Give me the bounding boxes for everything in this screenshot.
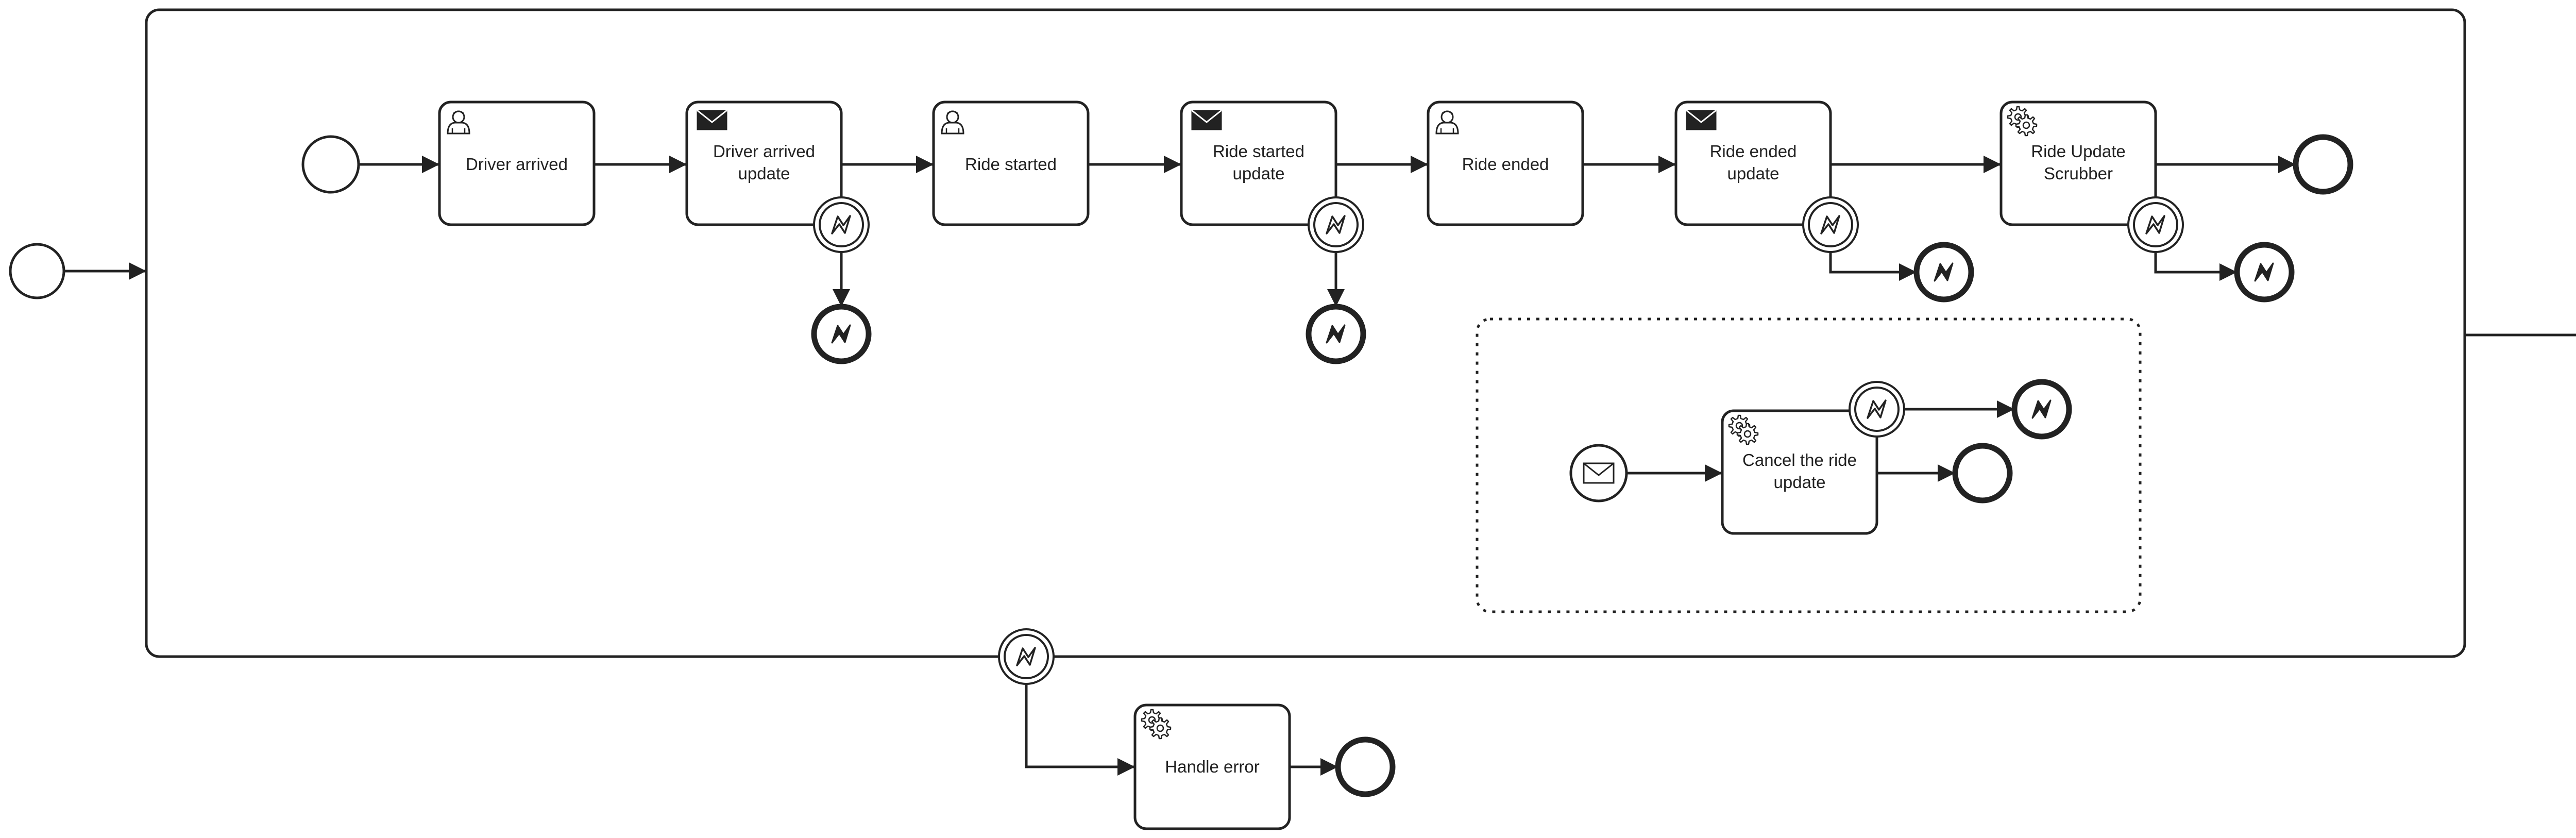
envelope-icon xyxy=(1583,462,1615,484)
boundary-error-event-2[interactable] xyxy=(1308,196,1364,253)
task-label-line-1: Cancel the ride xyxy=(1742,450,1857,470)
outer-start-event[interactable] xyxy=(9,243,65,299)
task-label-line-1: Driver arrived xyxy=(713,142,815,161)
task-label-line-1: Ride Update xyxy=(2031,142,2125,161)
task-label-line-1: Ride started xyxy=(1213,142,1304,161)
task-label-line-2: update xyxy=(738,164,790,183)
event-subprocess[interactable] xyxy=(1476,317,2142,613)
handle-error-end-event[interactable] xyxy=(1335,736,1396,797)
task-label-line-2: update xyxy=(1727,164,1780,183)
task-label-line-2: update xyxy=(1233,164,1285,183)
task-label-line-2: update xyxy=(1774,473,1826,492)
task-label: Ride started xyxy=(965,155,1057,174)
inner-end-event[interactable] xyxy=(2293,134,2353,195)
task-label-line-2: Scrubber xyxy=(2044,164,2113,183)
main-subprocess[interactable] xyxy=(145,8,2466,658)
boundary-error-event-5[interactable] xyxy=(1849,381,1905,438)
inner-start-event[interactable] xyxy=(301,135,360,194)
envelope-icon xyxy=(696,109,728,131)
task-label: Driver arrived xyxy=(466,155,568,174)
task-label: Handle error xyxy=(1165,757,1259,776)
boundary-error-event-3[interactable] xyxy=(1802,196,1859,253)
flow-subprocess-boundary-to-handle-error xyxy=(1025,684,1135,776)
envelope-icon xyxy=(1191,109,1223,131)
boundary-error-event-4[interactable] xyxy=(2127,196,2184,253)
task-label-line-1: Ride ended xyxy=(1710,142,1797,161)
flow-boundary-3-to-error-end xyxy=(1829,252,1917,281)
boundary-error-event-1[interactable] xyxy=(813,196,870,253)
event-subprocess-end-event[interactable] xyxy=(1952,443,2013,504)
task-label: Ride ended xyxy=(1462,155,1549,174)
subprocess-boundary-error-event[interactable] xyxy=(998,628,1055,685)
envelope-icon xyxy=(1685,109,1717,131)
flow-boundary-4-to-error-end xyxy=(2154,252,2237,281)
